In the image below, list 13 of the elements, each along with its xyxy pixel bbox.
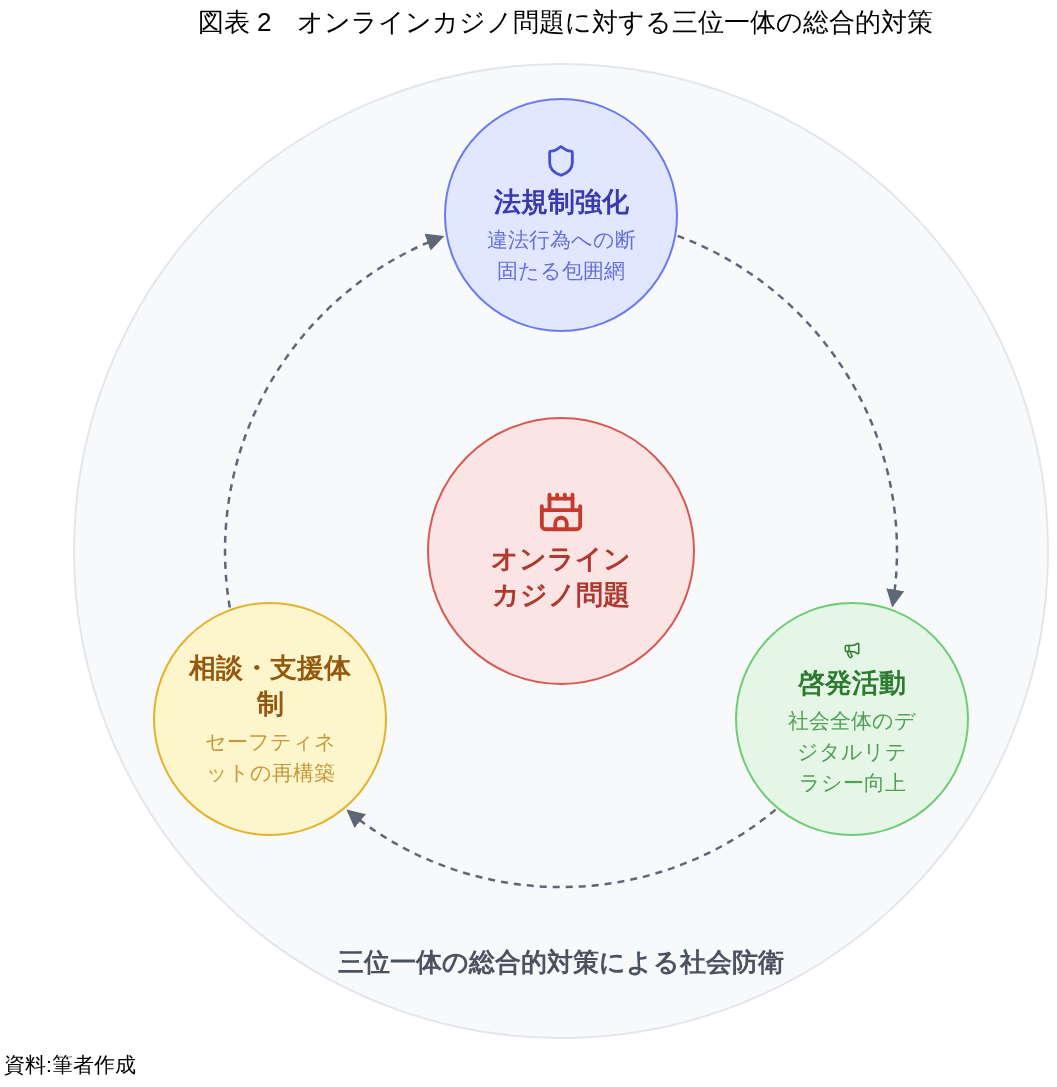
summary-heading: 三位一体の総合的対策による社会防衛 [338,946,784,979]
heading-text: オンラインカジノ問題 [490,543,632,612]
dashed-arrow [345,808,777,888]
description-text: 違法行為への断固たる包囲網 [485,227,637,284]
heading-text: 啓発活動 [798,666,906,700]
description-text: セーフティネットの再構築 [203,729,337,786]
heading-text: 法規制強化 [493,186,629,219]
diagram-title: 図表 2 オンラインカジノ問題に対する三位一体の総合的対策 [197,6,934,39]
source-note: 資料:筆者作成 [4,1052,136,1078]
heading-text: 相談・支援体制 [187,652,352,721]
dashed-arrow [224,234,445,608]
description-text: 社会全体のデジタルリテラシー向上 [787,707,917,796]
dashed-arrow [677,234,904,608]
